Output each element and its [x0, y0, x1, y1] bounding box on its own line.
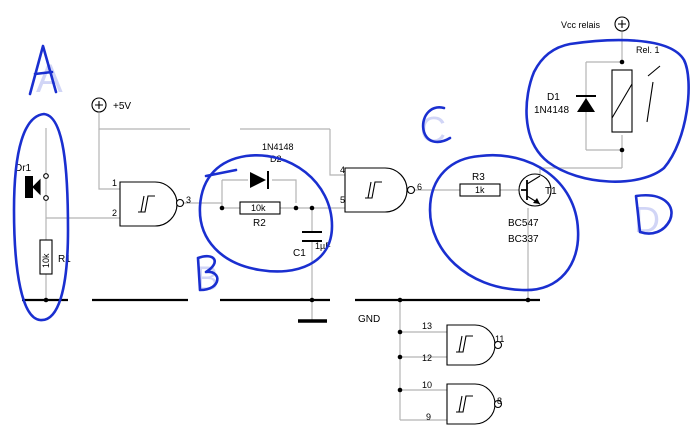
resistor-r2: 10k R2: [239, 201, 281, 229]
annotation-loop-b: [198, 153, 334, 273]
d2-type-label: 1N4148: [262, 142, 294, 152]
pin-label: 2: [112, 208, 117, 218]
hand-annotations: A B C D: [12, 38, 690, 322]
r3-label: R3: [472, 172, 485, 183]
relay-circuit: Vcc relais Rel. 1 D1 1N4148: [534, 16, 661, 153]
junction-dot: [397, 329, 403, 335]
r1-label: R1: [58, 254, 71, 265]
pin-label: 6: [417, 182, 422, 192]
annotation-letter-a-icon: [28, 44, 58, 96]
nand-gate-1: 1 2 3: [112, 178, 191, 227]
annotation-letter-b-icon: [196, 254, 219, 292]
junction-dot: [525, 297, 531, 303]
pin-label: 3: [186, 195, 191, 205]
pin-label: 1: [112, 178, 117, 188]
diode-d1-icon: [577, 98, 595, 112]
d1-type-label: 1N4148: [534, 105, 569, 116]
annotation-letter-c-icon: [421, 106, 452, 144]
junction-dot: [397, 354, 403, 360]
d1-label: D1: [547, 92, 560, 103]
nand-gate-2: 4 5 6: [340, 165, 422, 213]
d2-label: D2: [270, 154, 282, 164]
r2-label: R2: [253, 218, 266, 229]
c1-label: C1: [293, 248, 306, 259]
vcc-relay-label: Vcc relais: [561, 20, 601, 30]
annotation-b: B: [196, 260, 219, 298]
junction-dot: [43, 297, 49, 303]
junction-dot: [309, 205, 315, 211]
nand-gate-3: 13 12 11: [422, 321, 504, 366]
r2-value: 10k: [251, 203, 266, 213]
diode-d2: 1N4148 D2: [219, 142, 315, 211]
annotation-c: C: [420, 109, 446, 150]
supply-label: +5V: [113, 101, 131, 112]
junction-dot: [397, 297, 403, 303]
pin-label: 10: [422, 380, 432, 390]
r3-value: 1k: [475, 185, 485, 195]
resistor-r1: 10k R1: [39, 239, 71, 275]
r1-value: 10k: [41, 253, 51, 268]
ldr-dr1: Dr1: [15, 163, 49, 201]
annotation-loop-a: [12, 112, 70, 322]
junction-dot: [619, 147, 625, 153]
junction-dot: [397, 387, 403, 393]
annotation-d: D: [634, 199, 660, 240]
annotation-loop-d: [525, 38, 690, 183]
pin-label: 11: [495, 334, 504, 344]
pin-label: 13: [422, 321, 432, 331]
capacitor-c1: C1 1µF: [293, 231, 331, 259]
annotation-letter-d-icon: [634, 194, 673, 235]
junction-dot: [309, 297, 315, 303]
pin-label: 5: [340, 195, 345, 205]
ldr-body-icon: [25, 176, 33, 198]
pin-label: 8: [497, 396, 502, 406]
t1-label: T1: [545, 186, 557, 197]
c1-value: 1µF: [315, 241, 331, 251]
pin-label: 9: [426, 412, 431, 422]
annotation-stroke-b-top: [204, 168, 238, 178]
transistor-t1: T1 BC547 BC337: [508, 173, 557, 245]
pin-label: 4: [340, 165, 345, 175]
pin-label: 12: [422, 353, 432, 363]
annotation-a: A: [36, 57, 63, 101]
gnd-label: GND: [358, 314, 380, 325]
resistor-r3: 1k R3: [459, 172, 501, 197]
supply-terminal: +5V: [91, 97, 131, 113]
wiring: [45, 30, 623, 421]
ground-bus: GND: [22, 297, 540, 393]
nand-gate-4: 10 9 8: [422, 380, 503, 425]
junction-dot: [619, 59, 625, 65]
junction-dot: [293, 205, 299, 211]
junction-dot: [219, 205, 225, 211]
annotation-loop-c: [428, 153, 580, 292]
ldr-label: Dr1: [15, 163, 32, 174]
t1-type-label: BC547: [508, 218, 539, 229]
relay-label: Rel. 1: [636, 45, 660, 55]
t1-type-label: BC337: [508, 234, 539, 245]
